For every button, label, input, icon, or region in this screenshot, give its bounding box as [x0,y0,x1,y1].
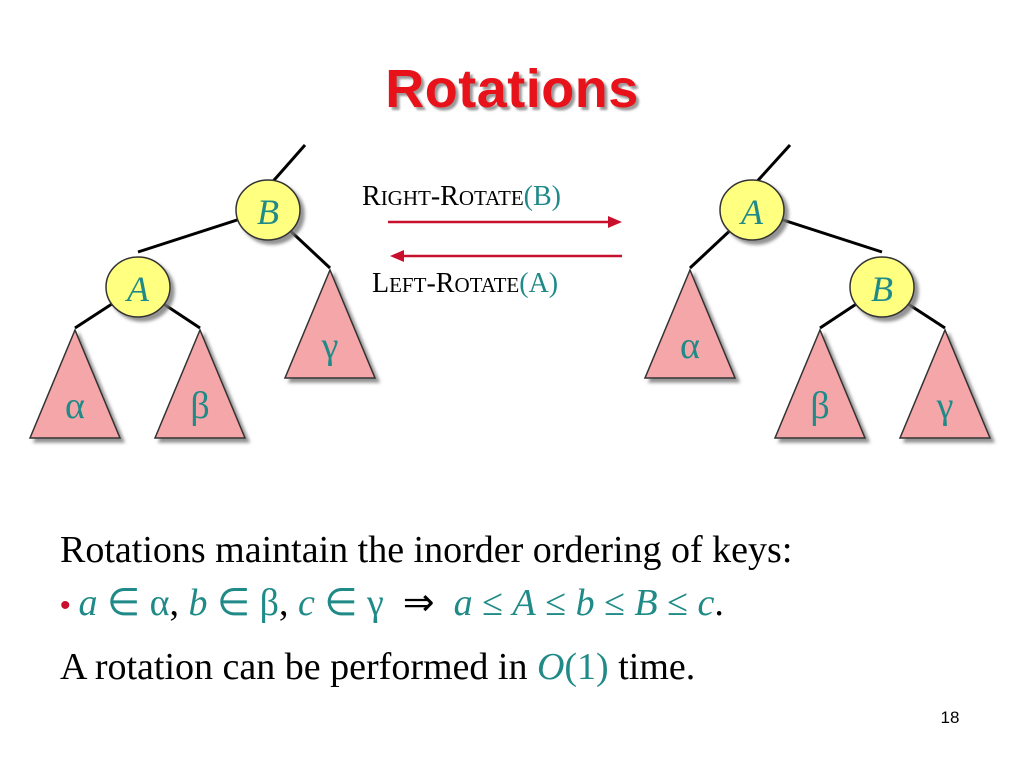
right-rotate-arg: (B) [524,181,561,212]
page-number: 18 [940,708,960,727]
slide-title: Rotations [385,59,639,119]
left-tree: α β γ B A [28,144,377,439]
left-beta-subtree [153,328,247,439]
right-beta-label: β [810,385,829,427]
right-rotate-label: RIGHT-ROTATE(B) [362,181,561,212]
ordering-statement: Rotations maintain the inorder ordering … [60,529,793,571]
bullet: • [60,589,71,622]
left-root-label: B [257,192,279,232]
left-arrow-head [390,250,404,262]
left-beta-label: β [190,385,209,427]
left-gamma-subtree [283,268,377,379]
right-child-label: B [871,269,893,309]
right-child-node [849,256,915,318]
right-beta-subtree [773,328,867,439]
left-gamma-label: γ [321,325,339,367]
right-root-node [719,179,785,241]
left-root-node [235,179,301,241]
right-tree: α β γ A B [643,143,992,439]
left-child-label: A [125,269,150,309]
complexity-statement: A rotation can be performed in O(1) time… [60,646,696,688]
left-child-node [105,256,171,318]
left-rotate-arg: (A) [519,268,558,299]
right-alpha-subtree [643,268,737,379]
rotation-arrows: RIGHT-ROTATE(B) LEFT-ROTATE(A) [362,181,622,299]
right-alpha-label: α [680,325,700,367]
left-rotate-label: LEFT-ROTATE(A) [372,268,558,299]
ordering-formula: •a ∈ α, b ∈ β, c ∈ γ ⇒ a ≤ A ≤ b ≤ B ≤ c… [60,582,724,624]
right-root-label: A [739,192,764,232]
right-gamma-subtree [898,328,992,439]
right-gamma-label: γ [936,385,954,427]
right-arrow-head [608,216,622,228]
left-alpha-subtree [28,328,122,439]
big-o-expression: O(1) [536,646,609,688]
left-alpha-label: α [65,385,85,427]
